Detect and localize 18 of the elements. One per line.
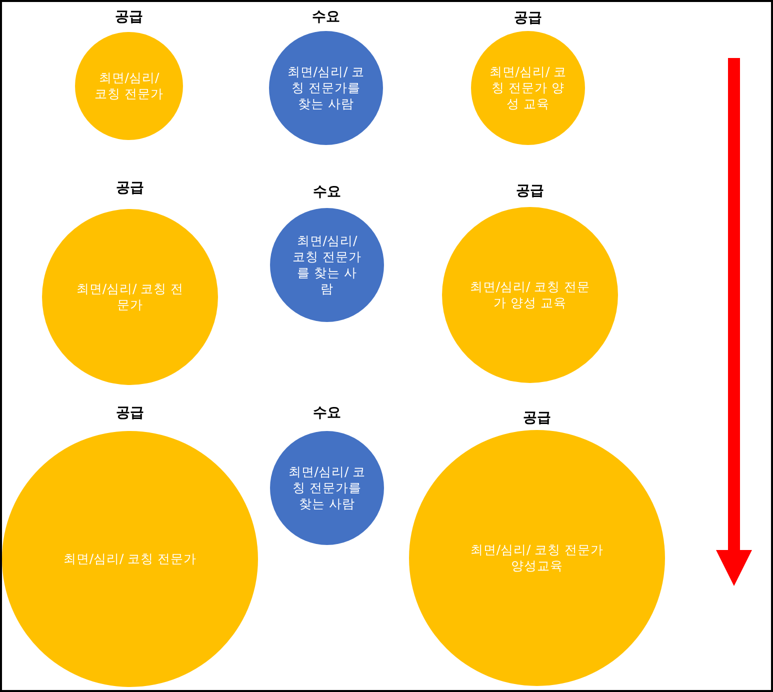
- heading: 공급: [515, 182, 545, 200]
- circle-label: 최면/심리/ 코칭 전문가를 찾는 사람: [292, 233, 362, 297]
- circle-label: 최면/심리/ 코칭 전문가: [62, 551, 198, 567]
- heading: 수요: [312, 404, 342, 422]
- circle-label: 최면/심리/ 코칭 전문가를 찾는 사람: [288, 464, 366, 512]
- circle-label: 최면/심리/ 코칭 전문가를 찾는 사람: [287, 64, 365, 112]
- circle-label: 최면/심리/ 코칭 전문가: [75, 281, 185, 313]
- circle-label: 최면/심리/ 코칭 전문가: [94, 70, 164, 102]
- heading: 수요: [311, 8, 341, 26]
- heading: 공급: [114, 8, 144, 26]
- circle-label: 최면/심리/ 코칭 전문가 양성교육: [469, 542, 605, 574]
- heading: 공급: [522, 409, 552, 427]
- circle-label: 최면/심리/ 코칭 전문가 양성 교육: [489, 64, 567, 112]
- heading: 공급: [115, 404, 145, 422]
- heading: 수요: [312, 183, 342, 201]
- heading: 공급: [115, 179, 145, 197]
- circle-label: 최면/심리/ 코칭 전문가 양성 교육: [468, 279, 592, 311]
- heading: 공급: [513, 9, 543, 27]
